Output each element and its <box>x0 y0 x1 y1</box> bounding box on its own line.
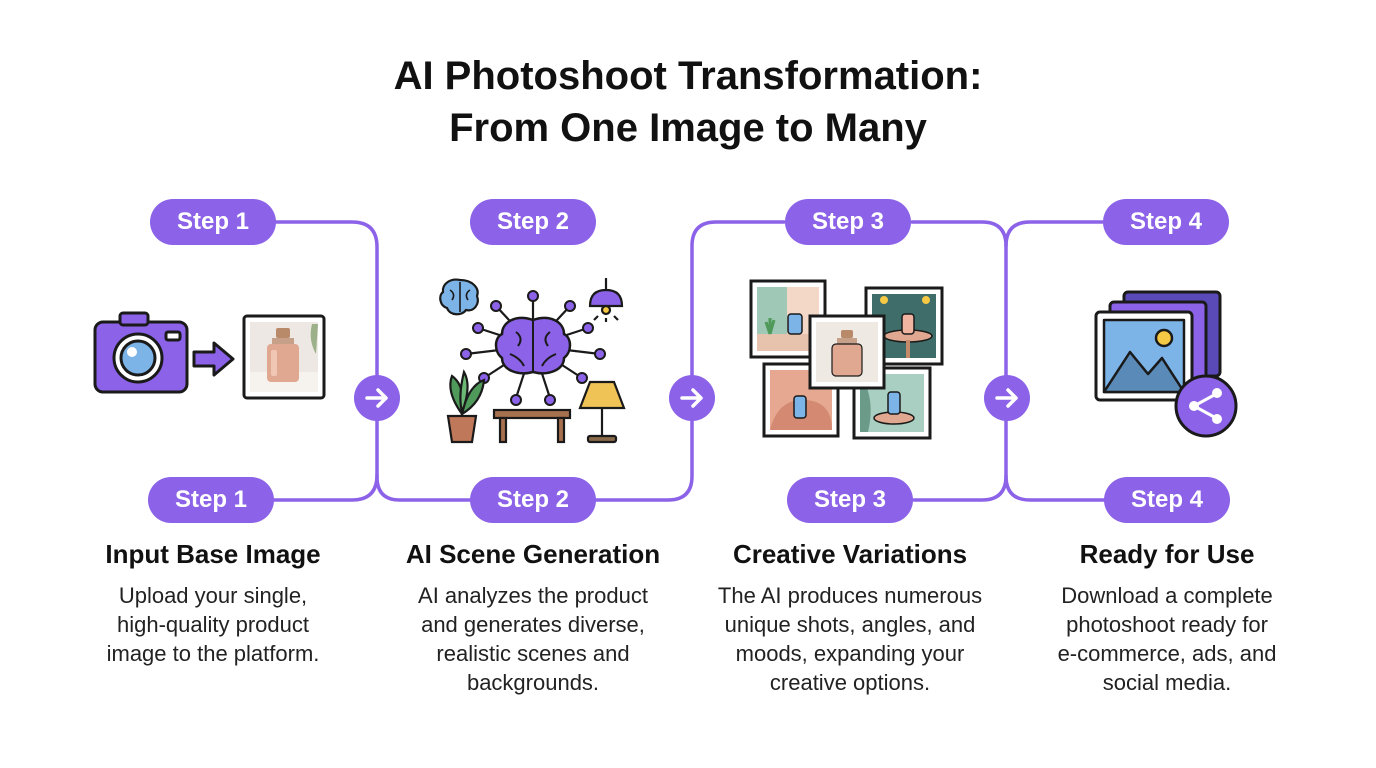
next-arrow-1 <box>354 375 400 421</box>
description-line: unique shots, angles, and <box>724 612 976 637</box>
step-1-description: Upload your single, high-quality product… <box>53 581 373 668</box>
brain-icon <box>439 278 479 316</box>
brain-network-icon <box>494 316 572 375</box>
step-1-top-badge: Step 1 <box>150 199 276 245</box>
right-arrow-icon <box>680 388 703 408</box>
pendant-lamp-icon <box>588 278 624 322</box>
description-line: e-commerce, ads, and <box>1057 641 1277 666</box>
description-line: and generates diverse, <box>421 612 645 637</box>
step-1-bottom-badge: Step 1 <box>148 477 274 523</box>
description-line: photoshoot ready for <box>1066 612 1268 637</box>
right-arrow-icon <box>192 341 235 377</box>
title-line-2: From One Image to Many <box>449 106 927 150</box>
step-2-top-badge: Step 2 <box>470 199 596 245</box>
description-line: Upload your single, <box>118 583 308 608</box>
step-2-bottom-badge: Step 2 <box>470 477 596 523</box>
title-line-1: AI Photoshoot Transformation: <box>393 54 983 98</box>
description-line: creative options. <box>769 670 931 695</box>
step-2-description: AI analyzes the product and generates di… <box>373 581 693 697</box>
description-line: backgrounds. <box>466 670 600 695</box>
next-arrow-2 <box>669 375 715 421</box>
step-4-description: Download a complete photoshoot ready for… <box>1007 581 1327 697</box>
step-4-top-badge: Step 4 <box>1103 199 1229 245</box>
description-line: realistic scenes and <box>436 641 630 666</box>
next-arrow-3 <box>984 375 1030 421</box>
step-3-title: Creative Variations <box>732 539 968 569</box>
step-2-title: AI Scene Generation <box>405 539 661 569</box>
step-4-bottom-badge: Step 4 <box>1104 477 1230 523</box>
share-icon <box>1174 374 1238 438</box>
product-photo-icon <box>242 314 326 400</box>
step-4-illustration <box>1094 290 1238 438</box>
step-2-illustration <box>439 278 626 444</box>
step-4-title: Ready for Use <box>1079 539 1255 569</box>
image-stack-icon <box>1094 290 1222 402</box>
description-line: AI analyzes the product <box>418 583 648 608</box>
description-line: Download a complete <box>1061 583 1273 608</box>
step-3-illustration <box>749 279 944 440</box>
description-line: social media. <box>1102 670 1232 695</box>
description-line: image to the platform. <box>106 641 320 666</box>
right-arrow-icon <box>365 388 388 408</box>
right-arrow-icon <box>995 388 1018 408</box>
description-line: The AI produces numerous <box>717 583 983 608</box>
description-line: moods, expanding your <box>735 641 965 666</box>
plant-icon <box>446 369 486 444</box>
step-3-bottom-badge: Step 3 <box>787 477 913 523</box>
step-1-title: Input Base Image <box>105 539 321 569</box>
step-1-illustration <box>93 311 326 400</box>
table-icon <box>492 408 572 444</box>
step-3-description: The AI produces numerous unique shots, a… <box>690 581 1010 697</box>
description-line: high-quality product <box>116 612 309 637</box>
page-title: AI Photoshoot Transformation: From One I… <box>0 50 1376 154</box>
camera-icon <box>93 311 189 394</box>
photo-collage-icon <box>749 279 944 440</box>
table-lamp-icon <box>578 380 626 444</box>
step-3-top-badge: Step 3 <box>785 199 911 245</box>
